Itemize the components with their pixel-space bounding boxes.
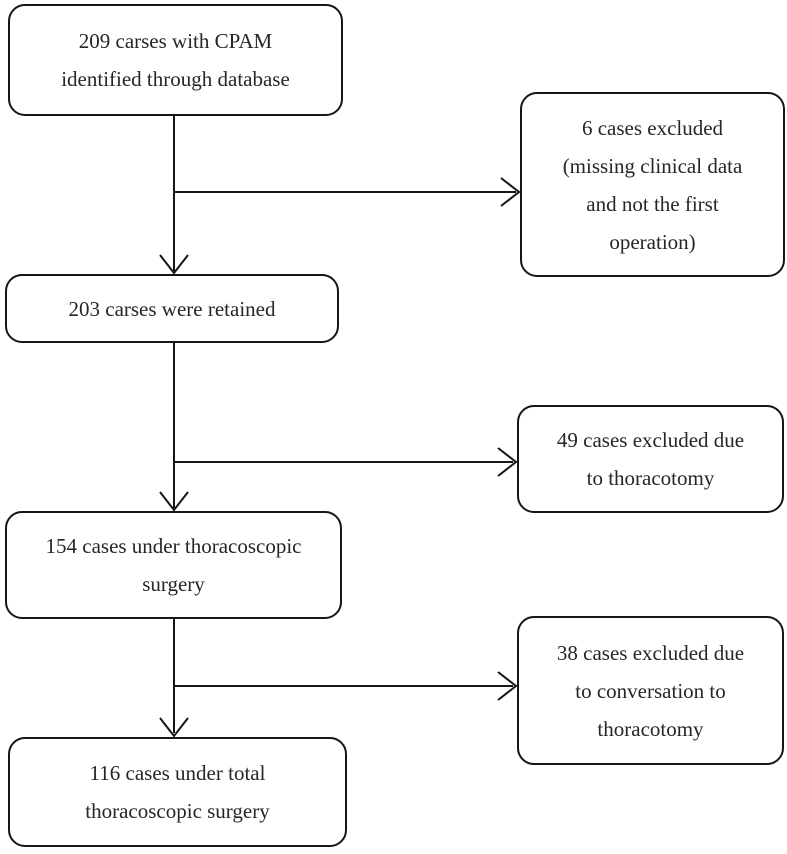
node-text-line: 38 cases excluded due (556, 640, 745, 665)
node-49-cases-excluded: 49 cases excluded due to thoracotomy (517, 405, 784, 513)
node-text-line: surgery (142, 572, 205, 596)
node-text-line: (missing clinical data (562, 153, 743, 178)
node-38-cases-excluded: 38 cases excluded due to conversation to… (517, 616, 784, 765)
node-116-total-thoracoscopic: 116 cases under total thoracoscopic surg… (8, 737, 347, 847)
node-text-line: and not the first (586, 191, 719, 216)
node-text-line: thoracoscopic surgery (85, 799, 270, 823)
node-text-line: 154 cases under thoracoscopic (45, 534, 302, 558)
node-text-line: 49 cases excluded due (556, 428, 745, 452)
arrow-to-49-excluded-head (497, 447, 518, 477)
node-text-line: 209 carses with CPAM (78, 29, 273, 53)
node-text-line: to thoracotomy (586, 466, 715, 490)
node-text-line: identified through database (61, 67, 290, 91)
node-text-line: 6 cases excluded (581, 115, 724, 140)
node-text-line: 116 cases under total (89, 761, 266, 785)
node-203-cases-retained: 203 carses were retained (5, 274, 339, 343)
node-6-cases-excluded: 6 cases excluded (missing clinical data … (520, 92, 785, 277)
node-text-line: to conversation to (575, 678, 726, 703)
node-209-cases-identified: 209 carses with CPAM identified through … (8, 4, 343, 116)
node-text-line: operation) (609, 229, 696, 254)
node-154-thoracoscopic-surgery: 154 cases under thoracoscopic surgery (5, 511, 342, 619)
node-text-line: thoracotomy (597, 716, 704, 741)
arrow-209-to-203-head (159, 254, 189, 275)
arrow-203-to-154-head (159, 491, 189, 512)
arrow-154-to-116-head (159, 717, 189, 738)
node-text-line: 203 carses were retained (68, 296, 276, 321)
arrow-to-6-excluded-head (500, 177, 521, 207)
arrow-to-38-excluded-head (497, 671, 518, 701)
